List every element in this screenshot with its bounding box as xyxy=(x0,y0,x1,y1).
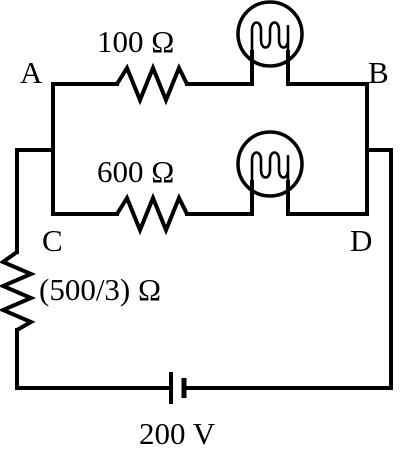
outer-loop xyxy=(0,148,393,404)
bottom-resistor xyxy=(115,192,189,236)
wire-top-bulb-to-b xyxy=(286,50,369,152)
battery-label: 200 V xyxy=(139,416,216,451)
top-resistor-label: 100 Ω xyxy=(97,24,174,59)
wire-c-bottom xyxy=(51,148,119,216)
node-label-c: C xyxy=(42,223,63,258)
bottom-resistor-label: 600 Ω xyxy=(97,154,174,189)
wire-top-to-bulb xyxy=(185,50,254,86)
wire-bottom-bulb-to-d xyxy=(286,148,369,216)
wire-a-top xyxy=(51,82,119,152)
left-resistor xyxy=(0,250,37,332)
bottom-branch xyxy=(51,130,369,236)
wire-bottom-to-bulb xyxy=(185,180,254,216)
node-label-a: A xyxy=(20,55,43,90)
top-bulb xyxy=(236,0,304,68)
bottom-bulb xyxy=(236,130,304,198)
top-branch xyxy=(51,0,369,152)
node-label-d: D xyxy=(350,223,372,258)
top-resistor xyxy=(115,62,189,106)
wire-left-junction xyxy=(15,148,55,254)
left-resistor-label: (500/3) Ω xyxy=(39,272,161,307)
node-label-b: B xyxy=(368,55,389,90)
wire-right-return xyxy=(182,148,393,390)
wire-bottom-left xyxy=(15,328,173,390)
